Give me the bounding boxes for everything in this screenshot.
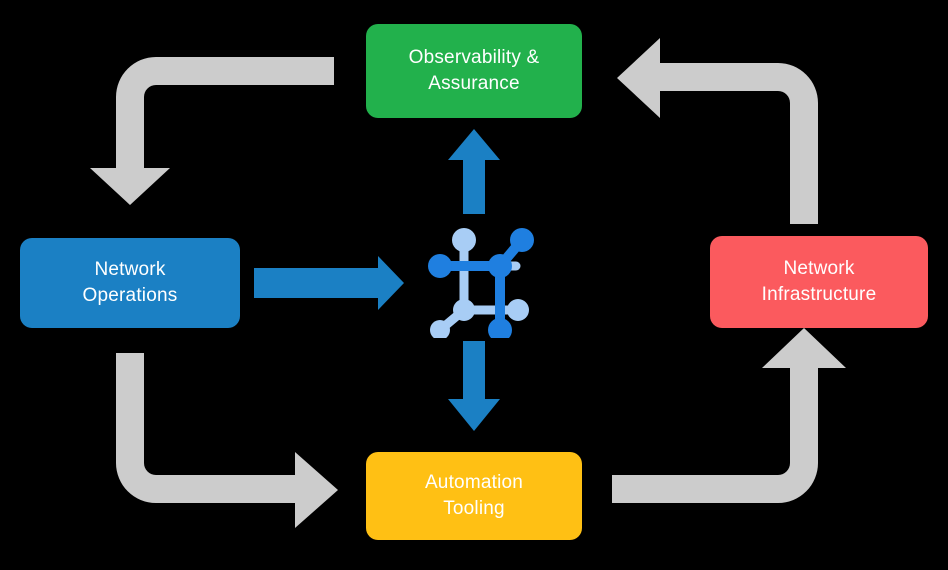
network-topology-icon bbox=[428, 228, 534, 338]
node-network-operations[interactable]: Network Operations bbox=[20, 238, 240, 328]
node-label-network-infrastructure: Network Infrastructure bbox=[761, 258, 877, 305]
connector-infrastructure-to-observability bbox=[617, 38, 818, 224]
connector-automation-to-infrastructure bbox=[612, 328, 846, 503]
connector-hub-to-observability bbox=[448, 129, 500, 214]
connector-observability-to-ops bbox=[90, 57, 334, 205]
node-network-infrastructure[interactable]: Network Infrastructure bbox=[710, 236, 928, 328]
topology-nodes-primary bbox=[428, 228, 534, 338]
node-automation-tooling[interactable]: Automation Tooling bbox=[366, 452, 582, 540]
topology-nodes-secondary bbox=[430, 228, 529, 338]
node-label-network-operations: Network Operations bbox=[82, 259, 178, 306]
connector-ops-to-hub bbox=[254, 256, 404, 310]
connector-hub-to-automation bbox=[448, 341, 500, 431]
node-label-automation-tooling: Automation Tooling bbox=[424, 472, 524, 519]
node-observability-and-assurance[interactable]: Observability & Assurance bbox=[366, 24, 582, 118]
connector-ops-to-automation bbox=[116, 353, 338, 528]
node-label-observability: Observability & Assurance bbox=[408, 47, 540, 94]
